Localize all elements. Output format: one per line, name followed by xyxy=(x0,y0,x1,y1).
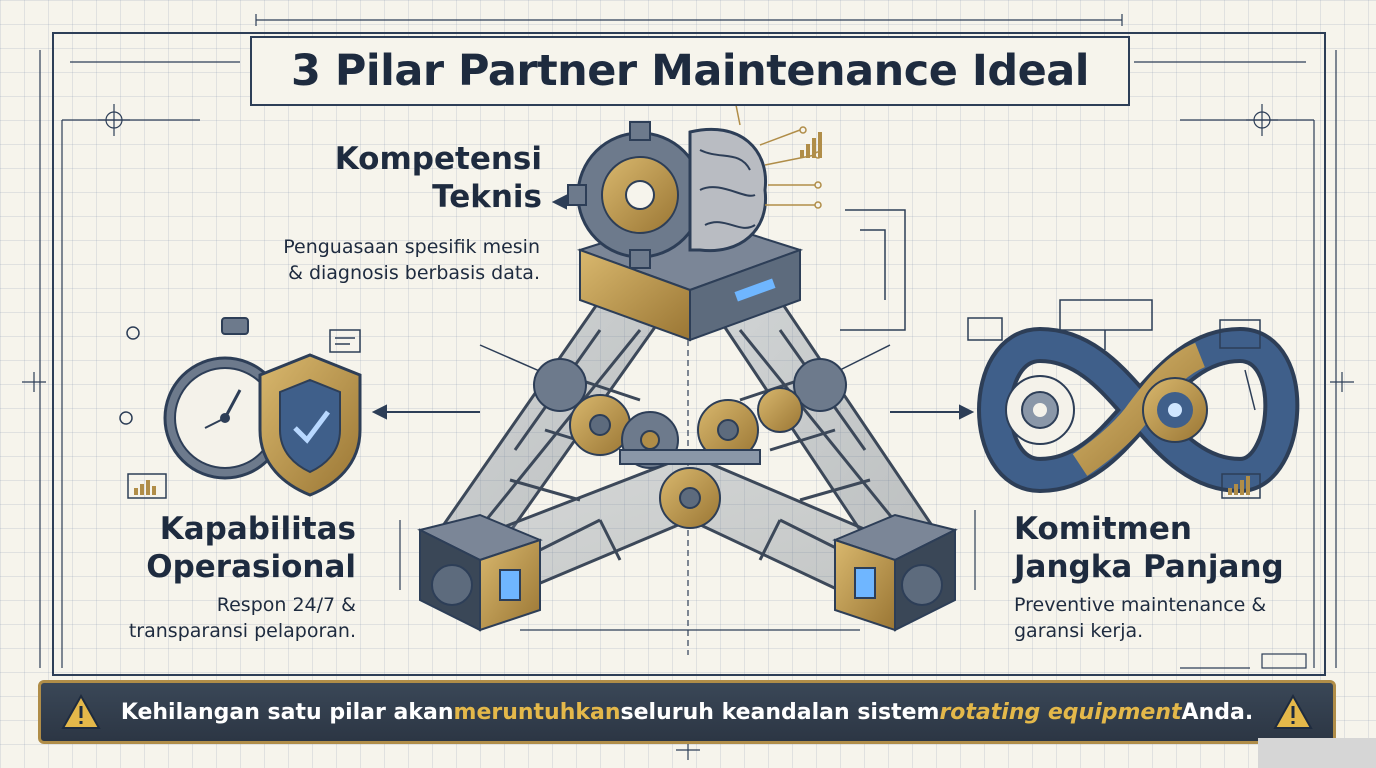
pillar-desc-line: Penguasaan spesifik mesin xyxy=(283,236,540,258)
shield-check-icon xyxy=(258,353,362,497)
pillar-title-line: Kompetensi xyxy=(334,141,542,177)
pillar-desc-line: Respon 24/7 & xyxy=(216,594,356,616)
pillar-desc-line: Preventive maintenance & xyxy=(1014,594,1267,616)
warning-icon xyxy=(61,693,101,729)
banner-highlight: meruntuhkan xyxy=(453,699,621,725)
pillar-title-kapabilitas: Kapabilitas Operasional xyxy=(130,510,356,586)
blueprint-frame xyxy=(52,32,1326,676)
pillar-title-line: Teknis xyxy=(432,179,542,215)
pillar-title-line: Kapabilitas xyxy=(159,511,356,547)
page-title: 3 Pilar Partner Maintenance Ideal xyxy=(290,46,1090,96)
pillar-title-kompetensi: Kompetensi Teknis xyxy=(322,140,542,216)
banner-highlight: rotating equipment xyxy=(939,699,1182,725)
pillar-desc-line: & diagnosis berbasis data. xyxy=(288,262,540,284)
banner-text-part: Kehilangan satu pilar akan xyxy=(120,699,454,725)
title-box: 3 Pilar Partner Maintenance Ideal xyxy=(250,36,1130,106)
warning-icon xyxy=(1273,693,1313,729)
pillar-title-line: Komitmen xyxy=(1014,511,1192,547)
corner-tab xyxy=(1258,738,1376,768)
pillar-desc-kapabilitas: Respon 24/7 & transparansi pelaporan. xyxy=(100,592,356,644)
pillar-title-line: Operasional xyxy=(146,549,356,585)
banner-text-part: Anda. xyxy=(1181,699,1254,725)
pillar-title-komitmen: Komitmen Jangka Panjang xyxy=(1014,510,1304,586)
banner-text-part: seluruh keandalan sistem xyxy=(620,699,940,725)
stopwatch-icon xyxy=(163,317,287,480)
warning-banner: Kehilangan satu pilar akan meruntuhkan s… xyxy=(38,680,1336,744)
infinity-loop-icon xyxy=(977,326,1300,494)
pillar-desc-komitmen: Preventive maintenance & garansi kerja. xyxy=(1014,592,1294,644)
pillar-title-line: Jangka Panjang xyxy=(1014,549,1284,585)
pillar-desc-line: transparansi pelaporan. xyxy=(128,620,356,642)
banner-message: Kehilangan satu pilar akan meruntuhkan s… xyxy=(121,683,1253,741)
pillar-desc-line: garansi kerja. xyxy=(1014,620,1144,642)
pillar-desc-kompetensi: Penguasaan spesifik mesin & diagnosis be… xyxy=(240,234,540,286)
